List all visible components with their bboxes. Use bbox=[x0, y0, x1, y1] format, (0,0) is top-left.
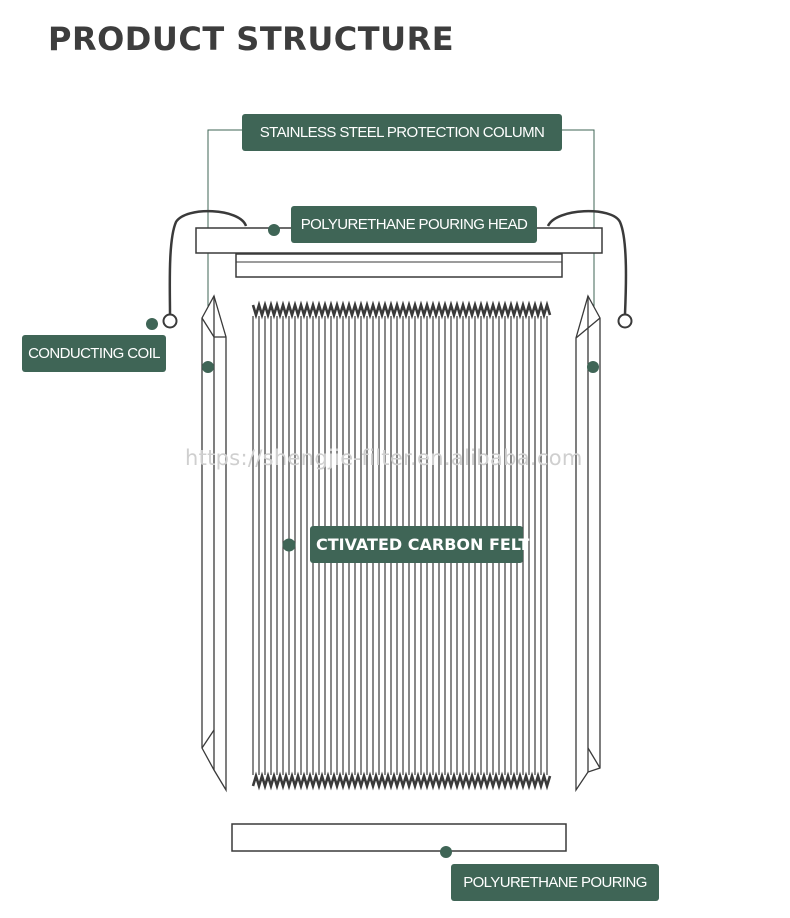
pleat-edge-top bbox=[251, 300, 552, 320]
dot-column-right bbox=[587, 361, 599, 373]
label-conducting-coil: CONDUCTING COIL bbox=[22, 335, 166, 372]
label-protection-column: STAINLESS STEEL PROTECTION COLUMN bbox=[242, 114, 562, 151]
label-carbon-felt: CTIVATED CARBON FELT bbox=[310, 526, 529, 563]
bottom-cap bbox=[231, 823, 567, 852]
protection-column-leader bbox=[207, 129, 595, 367]
pleat-edge-bottom bbox=[251, 771, 552, 791]
label-pouring-head: POLYURETHANE POURING HEAD bbox=[291, 206, 537, 243]
side-column-left bbox=[201, 294, 227, 793]
page-title: PRODUCT STRUCTURE bbox=[48, 20, 455, 58]
dot-column-left bbox=[202, 361, 214, 373]
coil-terminal-left bbox=[162, 313, 178, 329]
leader-dots bbox=[146, 224, 599, 858]
dot-carbon-felt bbox=[282, 538, 296, 552]
watermark-text: https://shengjie-filter.en.alibaba.com bbox=[185, 446, 583, 470]
label-pouring: POLYURETHANE POURING bbox=[451, 864, 659, 901]
coil-terminal-right bbox=[617, 313, 633, 329]
conducting-coil-wires bbox=[168, 210, 628, 315]
dot-pouring bbox=[440, 846, 452, 858]
side-column-right bbox=[575, 294, 601, 793]
dot-conducting-coil bbox=[146, 318, 158, 330]
dot-pouring-head bbox=[268, 224, 280, 236]
